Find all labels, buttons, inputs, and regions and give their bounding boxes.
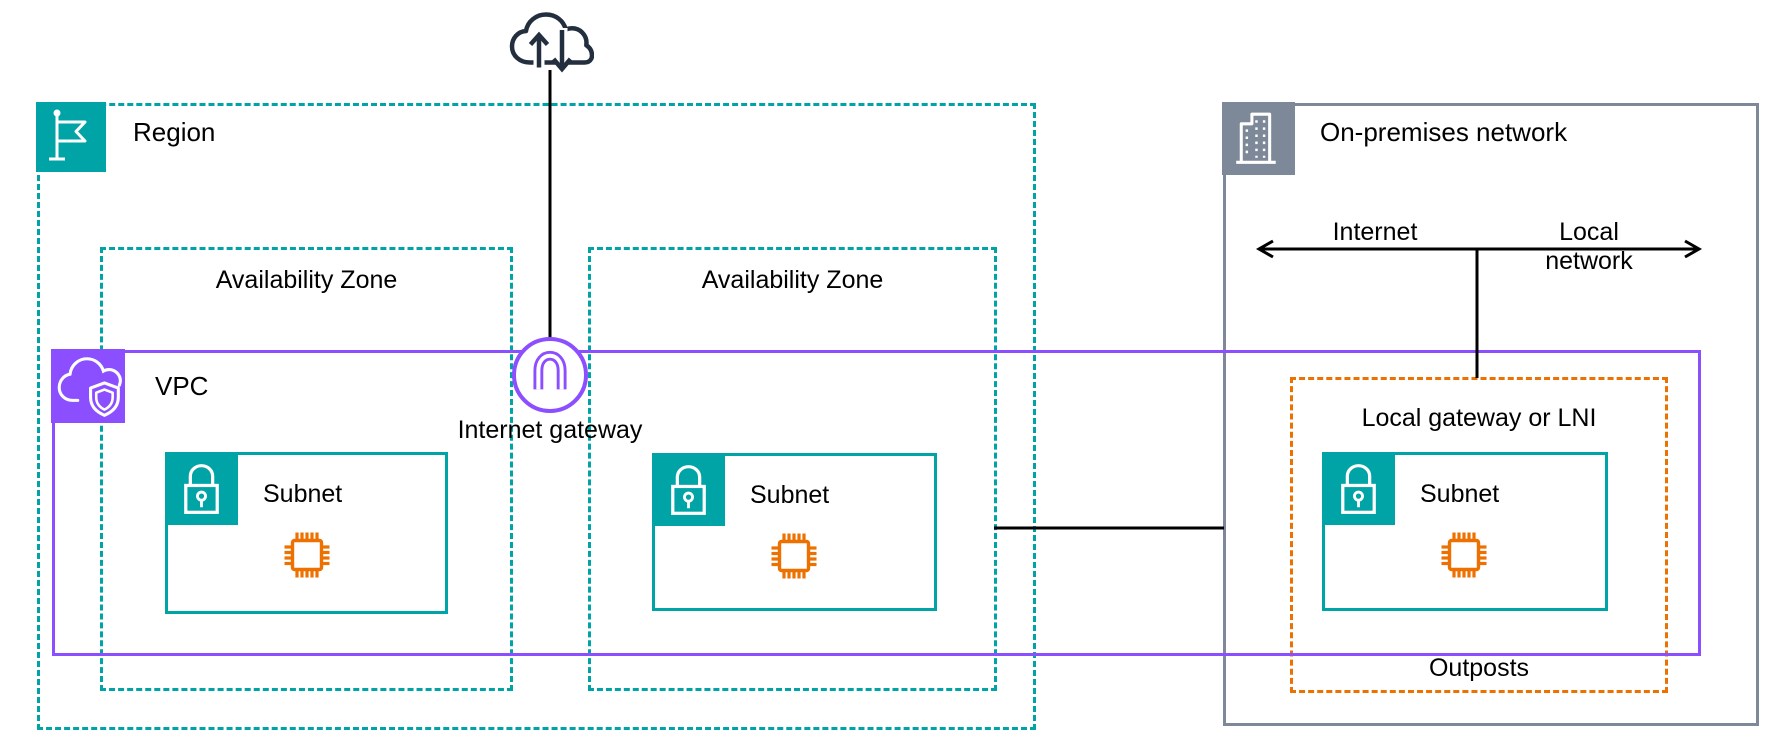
- subnet-1: Subnet: [165, 452, 448, 614]
- instance-chip-icon: [1436, 527, 1492, 583]
- subnet-3: Subnet: [1322, 452, 1608, 611]
- arrow-local-network-label: Local network: [1545, 218, 1633, 275]
- lock-icon: [1322, 452, 1395, 525]
- region-boundary: [37, 103, 1036, 730]
- availability-zone-2-label: Availability Zone: [701, 266, 884, 294]
- region-icon: [36, 102, 106, 172]
- subnet-1-label: Subnet: [263, 480, 343, 508]
- availability-zone-1-label: Availability Zone: [215, 266, 398, 294]
- arrow-internet-label: Internet: [1332, 218, 1418, 246]
- on-premises-building-icon: [1222, 102, 1295, 175]
- lock-icon: [652, 453, 725, 526]
- lock-icon: [165, 452, 238, 525]
- vpc-boundary: [52, 350, 1701, 656]
- internet-gateway-label: Internet gateway: [457, 416, 643, 444]
- on-premises-network-boundary: [1223, 103, 1759, 726]
- subnet-2: Subnet: [652, 453, 937, 611]
- outposts-label: Outposts: [1428, 654, 1530, 682]
- local-gateway-label: Local gateway or LNI: [1361, 404, 1597, 432]
- outposts-boundary: Local gateway or LNI Outposts: [1290, 377, 1668, 693]
- availability-zone-2: Availability Zone: [588, 247, 997, 691]
- subnet-2-label: Subnet: [750, 481, 830, 509]
- internet-cloud-icon: [506, 8, 594, 74]
- instance-chip-icon: [766, 528, 822, 584]
- region-title: Region: [133, 117, 216, 147]
- vpc-title: VPC: [155, 371, 209, 401]
- availability-zone-1: Availability Zone: [100, 247, 513, 691]
- on-premises-network-title: On-premises network: [1320, 117, 1568, 147]
- subnet-3-label: Subnet: [1420, 480, 1500, 508]
- internet-gateway-icon: [512, 337, 588, 413]
- instance-chip-icon: [279, 527, 335, 583]
- vpc-icon: [51, 349, 125, 423]
